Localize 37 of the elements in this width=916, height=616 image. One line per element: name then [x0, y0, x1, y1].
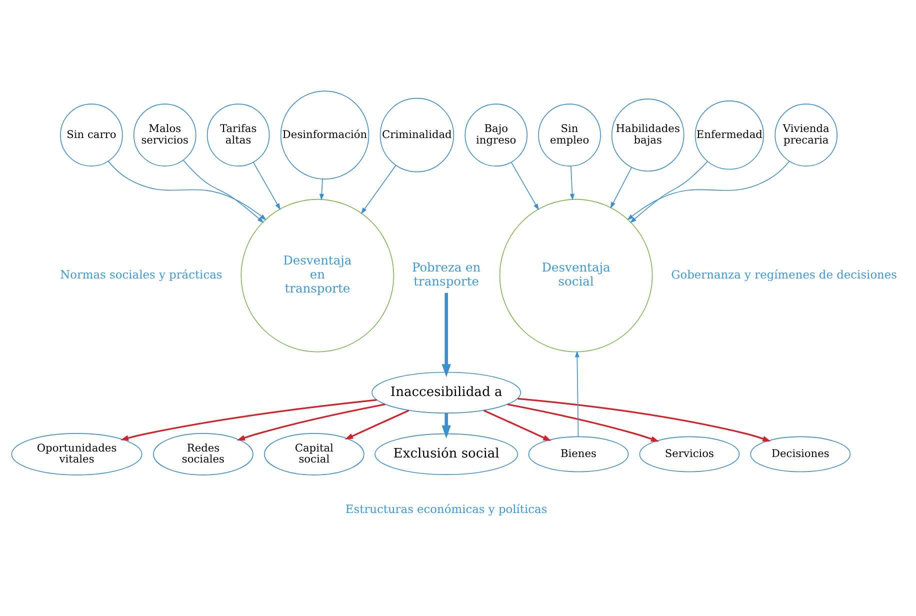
arrow	[610, 167, 632, 208]
node-circle: Sin carro	[60, 104, 123, 166]
node-circle: Habilidades bajas	[611, 98, 684, 172]
arrow	[319, 178, 324, 200]
node-circle: Sin empleo	[538, 104, 601, 166]
node-circle: Bajo ingreso	[464, 104, 528, 166]
arrow	[442, 413, 451, 438]
arrow	[510, 162, 539, 210]
arrow	[120, 399, 377, 441]
label: Estructuras económicas y políticas	[345, 502, 548, 516]
node-circle: Tarifas altas	[206, 104, 270, 166]
arrow	[344, 410, 410, 440]
arrow	[507, 404, 660, 442]
node-circle: Criminalidad	[380, 98, 454, 172]
arrow	[574, 350, 580, 437]
arrow	[360, 164, 396, 214]
label: Gobernanza y regímenes de decisiones	[671, 268, 898, 282]
node-ellipse: Inaccesibilidad a	[372, 372, 522, 414]
label: Normas sociales y prácticas	[60, 268, 222, 282]
arrow	[484, 410, 552, 442]
node-circle: Malos servicios	[133, 104, 196, 166]
arrow	[182, 160, 264, 223]
node-circle: Enfermedad	[694, 100, 764, 170]
arrow	[630, 161, 708, 224]
arrow	[627, 160, 790, 220]
arrow	[108, 160, 266, 220]
node-text: Pobreza en transporte	[412, 260, 481, 288]
node-circle: Desinformación	[280, 90, 370, 180]
arrow	[518, 398, 771, 442]
arrow	[442, 292, 451, 378]
node-circle: Vivienda precaria	[774, 104, 838, 166]
node-ellipse: Exclusión social	[374, 433, 518, 475]
node-circle: Desventaja en transporte	[240, 198, 394, 352]
arrow	[236, 404, 386, 441]
arrow	[252, 162, 280, 210]
arrow	[570, 166, 575, 200]
node-circle: Desventaja social	[499, 198, 653, 352]
